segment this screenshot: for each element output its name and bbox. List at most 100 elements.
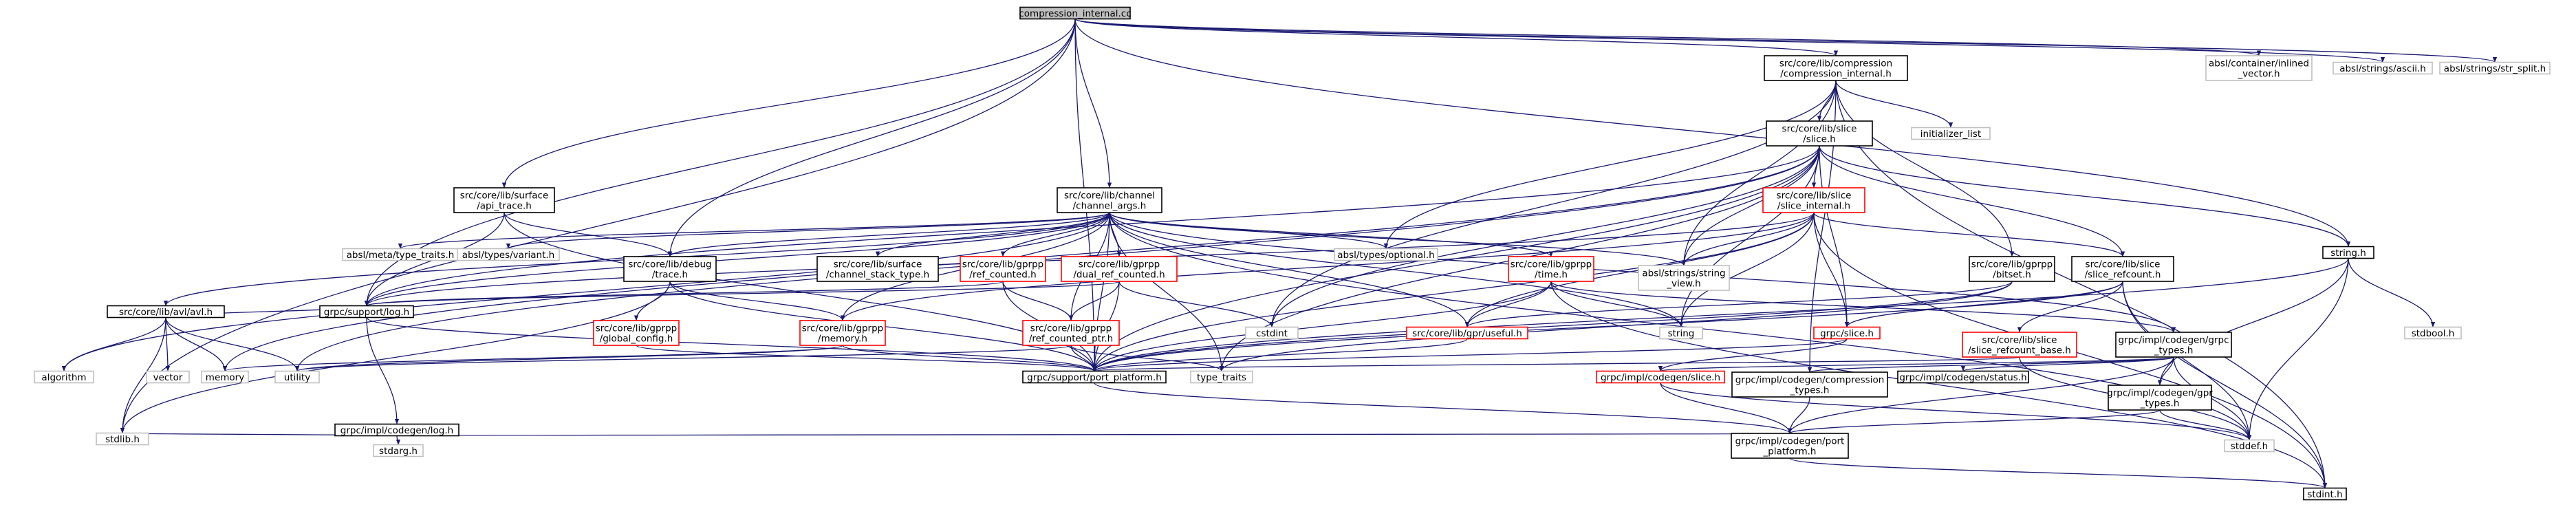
- node-vector: vector: [146, 370, 190, 384]
- edge-avl-to-stdlib: [120, 317, 166, 433]
- node-src-core-lib-gprpp-time-h[interactable]: src/core/lib/gprpp/time.h: [1508, 256, 1594, 282]
- edge-grpcslice-to-cgslice: [1658, 338, 1848, 371]
- node-box: [1245, 326, 1299, 340]
- node-grpc-impl-codegen-status-h[interactable]: grpc/impl/codegen/status.h: [1897, 370, 2029, 384]
- node-box: [1019, 6, 1131, 20]
- node-label-line: /bitset.h: [1993, 269, 2031, 280]
- node-label-line: grpc/impl/codegen/log.h: [340, 425, 453, 436]
- edge-refc-to-refptr: [1002, 281, 1074, 321]
- edge-bitset-to-portplat: [1092, 281, 2013, 371]
- node-label-line: /slice_refcount.h: [2085, 269, 2161, 280]
- edge-stringh-to-stddef: [2247, 258, 2349, 440]
- node-box: [96, 432, 149, 446]
- node-src-core-lib-channel-channel-args-h[interactable]: src/core/lib/channel/channel_args.h: [1057, 187, 1162, 213]
- node-label-line: algorithm: [41, 372, 86, 383]
- edge-slice-to-stringh: [1819, 145, 2351, 247]
- edge-cgtypes-to-gprtypes: [2157, 356, 2174, 386]
- node-label-line: _types.h: [2154, 345, 2194, 356]
- node-grpc-impl-codegen-compression-types-h[interactable]: grpc/impl/codegen/compression_types.h: [1731, 371, 1888, 398]
- node-src-core-lib-surface-api-trace-h[interactable]: src/core/lib/surface/api_trace.h: [453, 187, 555, 213]
- node-stddef-h: stddef.h: [2224, 439, 2275, 453]
- edge-ci-to-bitset: [1835, 80, 2015, 257]
- node-label-line: absl/strings/string: [1642, 268, 1725, 279]
- node-label-line: /global_config.h: [600, 333, 673, 344]
- edge-srefc-to-portplat: [1092, 281, 2123, 371]
- edge-chargs-to-algorithm: [61, 212, 1110, 371]
- edge-cgtypes-to-cgslice: [1658, 356, 2174, 372]
- edge-ci-to-stdint: [1835, 80, 2328, 488]
- edge-root-to-ascii: [1074, 18, 2385, 63]
- edge-ci-to-optional: [1383, 80, 1837, 249]
- node-label-line: src/core/lib/gprpp: [962, 259, 1044, 270]
- edge-chargs-to-portplat: [1092, 212, 1110, 371]
- node-src-core-lib-gprpp-bitset-h[interactable]: src/core/lib/gprpp/bitset.h: [1969, 256, 2055, 282]
- node-box: [2205, 55, 2313, 81]
- node-label-line: initializer_list: [1920, 129, 1981, 140]
- node-algorithm: algorithm: [34, 370, 94, 384]
- node-src-core-lib-slice-slice-refcount-base-h[interactable]: src/core/lib/slice/slice_refcount_base.h: [1962, 332, 2077, 358]
- node-box: [34, 370, 94, 384]
- node-utility: utility: [274, 370, 320, 384]
- node-src-core-lib-gprpp-ref-counted-ptr-h[interactable]: src/core/lib/gprpp/ref_counted_ptr.h: [1022, 320, 1120, 346]
- node-label-line: /ref_counted.h: [969, 269, 1036, 280]
- node-label-line: absl/meta/type_traits.h: [347, 250, 455, 261]
- node-label-line: absl/container/inlined: [2209, 58, 2309, 69]
- node-compression-internal-cc[interactable]: compression_internal.cc: [1019, 6, 1132, 20]
- node-src-core-lib-gprpp-global-config-h[interactable]: src/core/lib/gprpp/global_config.h: [593, 320, 680, 346]
- edge-root-to-apitrace: [501, 19, 1076, 188]
- node-box: [1897, 370, 2029, 384]
- node-absl-types-variant-h: absl/types/variant.h: [457, 248, 560, 261]
- edge-root-to-stdlib: [120, 19, 1076, 433]
- node-src-core-lib-slice-slice-internal-h[interactable]: src/core/lib/slice/slice_internal.h: [1762, 187, 1865, 213]
- node-grpc-support-log-h[interactable]: grpc/support/log.h: [319, 305, 414, 319]
- edge-chargs-to-strview: [1109, 212, 1687, 266]
- node-src-core-lib-slice-slice-h[interactable]: src/core/lib/slice/slice.h: [1766, 120, 1873, 147]
- node-label-line: src/core/lib/gprpp: [1079, 259, 1160, 270]
- node-grpc-impl-codegen-gpr-types-h[interactable]: grpc/impl/codegen/gpr_types.h: [2107, 385, 2213, 411]
- node-src-core-lib-slice-slice-refcount-h[interactable]: src/core/lib/slice/slice_refcount.h: [2071, 256, 2174, 282]
- node-grpc-impl-codegen-log-h[interactable]: grpc/impl/codegen/log.h: [334, 423, 459, 437]
- edge-slice-to-utility: [294, 145, 1820, 371]
- node-src-core-lib-gprpp-dual-ref-counted-h[interactable]: src/core/lib/gprpp/dual_ref_counted.h: [1061, 256, 1178, 282]
- node-label-line: absl/strings/ascii.h: [2339, 63, 2426, 74]
- node-src-core-lib-surface-channel-stack-type-h[interactable]: src/core/lib/surface/channel_stack_type.…: [816, 256, 939, 282]
- edge-grpcslice-to-portplat: [1092, 338, 1848, 372]
- node-box: [593, 320, 680, 346]
- node-absl-strings-str-split-h: absl/strings/str_split.h: [2439, 61, 2551, 75]
- node-box: [2439, 61, 2551, 75]
- edge-timeh-to-portplat: [1092, 281, 1552, 371]
- node-box: [1508, 256, 1594, 282]
- node-string-h[interactable]: string.h: [2322, 246, 2374, 259]
- node-src-core-lib-avl-avl-h[interactable]: src/core/lib/avl/avl.h: [107, 305, 225, 319]
- edge-cglog-to-stdarg: [396, 435, 401, 445]
- node-src-core-lib-gprpp-memory-h[interactable]: src/core/lib/gprpp/memory.h: [799, 320, 886, 346]
- node-label-line: /dual_ref_counted.h: [1073, 269, 1165, 280]
- node-src-core-lib-debug-trace-h[interactable]: src/core/lib/debug/trace.h: [623, 256, 717, 282]
- node-label-line: grpc/support/log.h: [324, 307, 409, 318]
- node-grpc-impl-codegen-grpc-types-h[interactable]: grpc/impl/codegen/grpc_types.h: [2115, 332, 2232, 358]
- edge-chargs-to-cstack: [875, 212, 1110, 257]
- node-label-line: src/core/lib/debug: [628, 259, 711, 270]
- node-grpc-impl-codegen-slice-h[interactable]: grpc/impl/codegen/slice.h: [1596, 370, 1725, 384]
- node-label-line: /memory.h: [818, 333, 867, 344]
- node-label-line: _view.h: [1666, 278, 1700, 289]
- node-stdbool-h: stdbool.h: [2404, 326, 2462, 340]
- node-grpc-support-port-platform-h[interactable]: grpc/support/port_platform.h: [1022, 370, 1167, 384]
- node-label-line: absl/types/optional.h: [1337, 250, 1434, 261]
- edge-dualref-to-cstdint: [1118, 281, 1275, 327]
- node-box: [2071, 256, 2174, 282]
- node-box: [799, 320, 886, 346]
- node-box: [1762, 187, 1865, 213]
- node-box: [334, 423, 459, 437]
- node-src-core-lib-compression-compression-internal-h[interactable]: src/core/lib/compression/compression_int…: [1764, 55, 1908, 81]
- node-grpc-impl-codegen-port-platform-h[interactable]: grpc/impl/codegen/port_platform.h: [1731, 433, 1849, 459]
- edge-root-to-chargs: [1074, 19, 1112, 188]
- node-src-core-lib-gprpp-ref-counted-h[interactable]: src/core/lib/gprpp/ref_counted.h: [960, 256, 1046, 282]
- node-src-core-lib-gpr-useful-h[interactable]: src/core/lib/gpr/useful.h: [1406, 326, 1528, 340]
- node-label-line: src/core/lib/slice: [2086, 259, 2161, 270]
- node-label-line: grpc/impl/codegen/slice.h: [1601, 372, 1720, 383]
- node-label-line: src/core/lib/gprpp: [802, 323, 884, 334]
- node-stdint-h[interactable]: stdint.h: [2303, 487, 2347, 501]
- node-grpc-slice-h[interactable]: grpc/slice.h: [1813, 326, 1881, 340]
- edge-slice-to-strview: [1681, 145, 1820, 266]
